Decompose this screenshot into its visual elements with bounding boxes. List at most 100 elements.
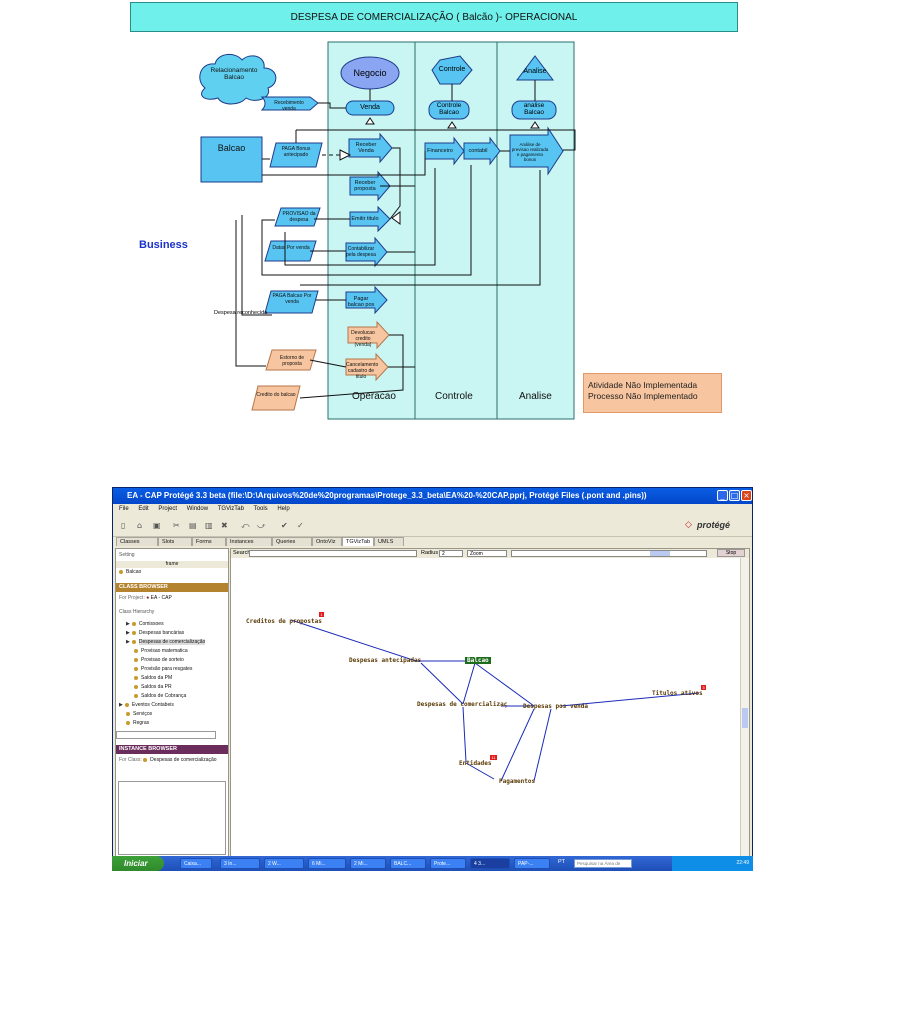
protege-window: EA - CAP Protégé 3.3 beta (file:\D:\Arqu… [112,487,753,871]
taskbar-item[interactable]: 2 Mi... [350,858,386,869]
zoom-select[interactable]: Zoom [467,550,507,557]
class-item[interactable]: Saldos de Cobrança [134,693,186,700]
class-item-selected[interactable]: ▶Despesas de comercialização [126,639,206,645]
devolucao-label: Devolucao credito (venda) [351,330,375,348]
open-icon[interactable]: ⌂ [137,521,143,530]
diagram-title: DESPESA DE COMERCIALIZAÇÃO ( Balcão )- O… [130,2,738,32]
class-item[interactable]: Provisao matematica [134,648,188,655]
for-class: For Class: Despesas de comercialização [119,757,217,764]
maximize-icon[interactable]: □ [729,490,740,501]
controle-top-label: Controle [438,66,466,73]
tab-queries[interactable]: Queries [272,537,312,546]
recebimento-label: Recebimento venda [274,100,304,112]
class-item[interactable]: Saldos da PM [134,675,172,682]
project-name: EA - CAP [150,595,172,601]
paste-icon[interactable]: ▥ [205,521,213,530]
pagar-balcao-label: Pagar balcao pos [347,296,375,308]
language-indicator[interactable]: PT [558,859,566,865]
taskbar-item[interactable]: 6 Mi... [308,858,346,869]
node-entidades[interactable]: Entidades [459,760,492,767]
node-count-badge: 11 [490,755,497,760]
taskbar-item[interactable]: Caixa... [180,858,212,869]
class-item[interactable]: Provisao de sorteio [134,657,184,664]
node-comercializ[interactable]: Despesas de comercializaç [417,701,508,708]
logo-icon: ◇ [685,520,692,530]
edge [500,708,535,782]
class-item-label: Saldos da PM [141,675,173,681]
undo-icon[interactable]: ⤺ [241,521,250,530]
class-item[interactable]: Saldos da PR [134,684,172,691]
menu-project[interactable]: Project [158,506,178,512]
for-project-label: For Project: [119,595,145,601]
class-item[interactable]: Serviços [126,711,152,718]
taskbar-item[interactable]: 2 W... [264,858,304,869]
graph-edges [290,619,700,782]
radius-select[interactable]: 2 [439,550,463,557]
left-pane: Setting frame Balcao CLASS BROWSER For P… [115,548,229,858]
business-label: Business [139,239,188,251]
tab-label: Queries [276,539,296,545]
check-icon[interactable]: ✔ [281,521,288,530]
minimize-icon[interactable]: _ [717,490,728,501]
frame-value[interactable]: Balcao [119,569,141,576]
taskbar-item[interactable]: BALC... [390,858,426,869]
node-antecipadas[interactable]: Despesas antecipadas [349,657,422,664]
taskbar-item-active[interactable]: 4 3... [470,858,510,869]
taskbar-search-input[interactable]: Pesquisar na Área de [574,859,632,868]
tab-label: OntoViz [316,539,336,545]
new-icon[interactable]: ▯ [121,521,126,530]
save-icon[interactable]: ▣ [153,521,161,530]
search-input[interactable] [249,550,417,557]
tab-ontoviz[interactable]: OntoViz [312,537,342,546]
stop-button[interactable]: Stop [717,549,745,557]
class-item[interactable]: ▶Comissoes [126,621,164,627]
despesa-reconhecida-label: Despesa reconhecida [214,310,268,316]
graph-canvas[interactable]: Search Radius 2 Zoom Stop [230,548,750,858]
tab-slots[interactable]: Slots [158,537,192,546]
class-item[interactable]: Provisão para resgates [134,666,192,673]
taskbar-item[interactable]: PAP-... [514,858,550,869]
menu-file[interactable]: File [119,506,129,512]
vertical-scrollbar[interactable] [740,558,749,857]
start-button[interactable]: Iniciar [112,856,164,871]
tab-forms[interactable]: Forms [192,537,226,546]
edge [462,706,467,763]
node-balcao[interactable]: Balcao [465,657,491,664]
redo-icon[interactable]: ⤻ [257,521,266,530]
lane-controle: Controle [435,391,473,402]
cancelamento-label: Cancelamento cadastro de titulo [346,362,379,380]
tab-umls[interactable]: UMLS [374,537,404,546]
class-search-input[interactable] [116,731,216,739]
taskbar-item[interactable]: Prote... [430,858,466,869]
menu-edit[interactable]: Edit [138,506,149,512]
node-pos-venda[interactable]: Despesas pos venda [523,703,589,710]
node-creditos[interactable]: Creditos de propostas [246,618,322,625]
class-item[interactable]: ▶Despesas bancárias [126,630,185,636]
taskbar-item[interactable]: 3 In... [220,858,260,869]
close-icon[interactable]: × [741,490,752,501]
zoom-slider-thumb[interactable] [650,551,670,556]
menu-window[interactable]: Window [186,506,209,512]
node-titulos[interactable]: Titulos ativos [652,690,703,697]
menu-tgviztab[interactable]: TGVizTab [217,506,244,512]
search-bar: Search Radius 2 Zoom Stop [231,549,749,558]
tab-tgviztab[interactable]: TGVizTab [342,537,374,546]
node-pagamentos[interactable]: Pagamentos [499,778,536,785]
legend-box: Atividade Não Implementada Processo Não … [583,373,722,413]
tab-instances[interactable]: Instances [226,537,272,546]
scrollbar-thumb[interactable] [742,708,748,728]
delete-icon[interactable]: ✖ [221,521,228,530]
zoom-slider[interactable] [511,550,707,557]
uncheck-icon[interactable]: ✓ [297,521,304,530]
node-count-badge: 1 [319,612,324,617]
instance-list[interactable] [118,781,226,855]
class-item-label: Saldos da PR [141,684,172,690]
menu-help[interactable]: Help [277,506,290,512]
tab-classes[interactable]: Classes [116,537,158,546]
class-item[interactable]: Regras [126,720,149,727]
menu-tools[interactable]: Tools [253,506,268,512]
cut-icon[interactable]: ✂ [173,521,180,530]
copy-icon[interactable]: ▤ [189,521,197,530]
instance-browser-header: INSTANCE BROWSER [116,745,228,754]
class-item[interactable]: ▶Eventos Contabeis [119,702,174,708]
